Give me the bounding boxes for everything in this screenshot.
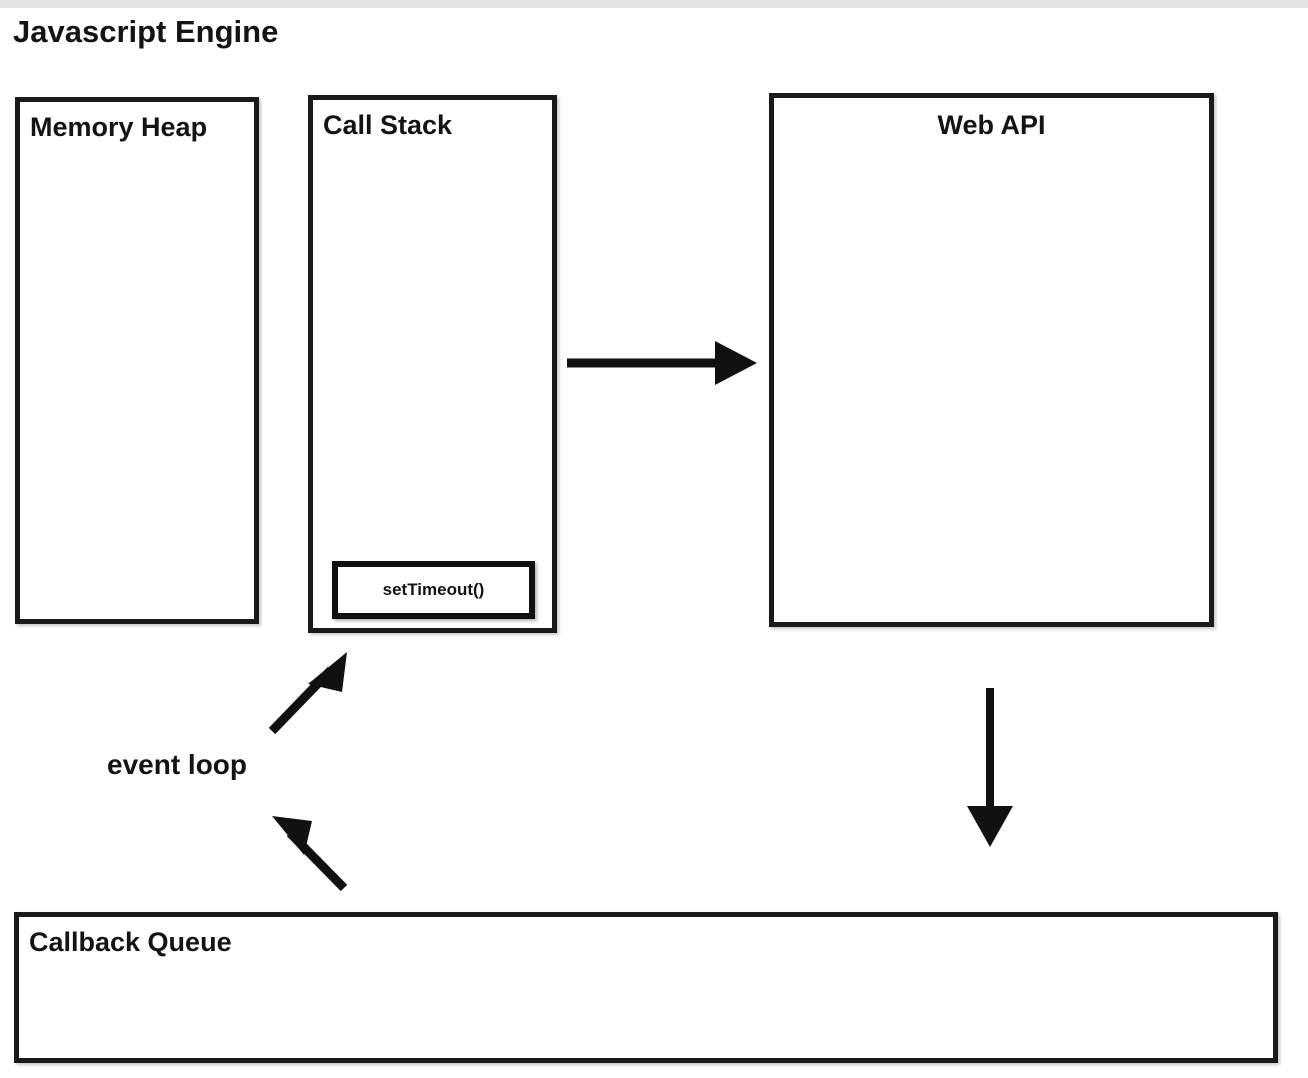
call-stack-frame-settimeout[interactable]: setTimeout() (332, 561, 535, 619)
call-stack-box[interactable]: Call Stack setTimeout() (308, 95, 557, 633)
memory-heap-box[interactable]: Memory Heap (15, 97, 259, 624)
call-stack-label: Call Stack (323, 110, 453, 140)
call-stack-frame-label: setTimeout() (382, 580, 485, 599)
web-api-label: Web API (937, 110, 1046, 140)
arrow-event-loop-to-call-stack (268, 652, 347, 735)
web-api-box[interactable]: Web API (769, 93, 1214, 627)
callback-queue-label: Callback Queue (29, 927, 232, 957)
arrow-call-stack-to-web-api (567, 341, 757, 385)
page-title: Javascript Engine (13, 14, 279, 49)
top-strip (0, 0, 1308, 8)
arrow-web-api-to-callback-queue (967, 688, 1013, 847)
callback-queue-box[interactable]: Callback Queue (14, 912, 1278, 1063)
arrow-callback-queue-to-event-loop (272, 816, 348, 892)
memory-heap-label: Memory Heap (30, 112, 208, 142)
event-loop-label: event loop (107, 749, 248, 780)
